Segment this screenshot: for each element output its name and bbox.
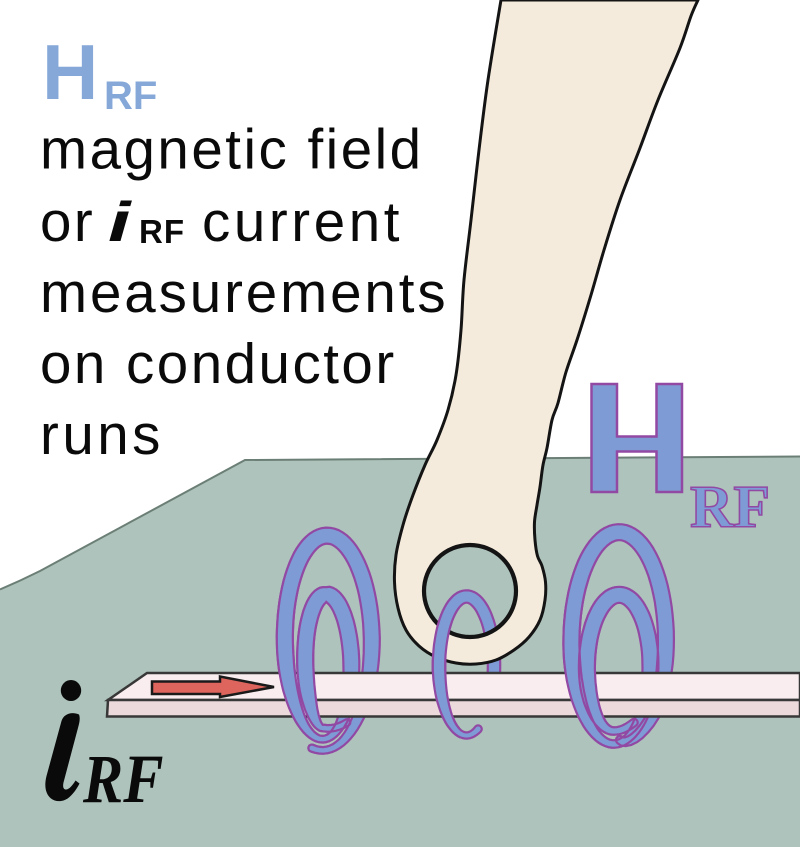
svg-text:current: current [202,190,403,253]
svg-text:magnetic field: magnetic field [40,118,424,181]
svg-text:i: i [108,190,132,253]
svg-text:RF: RF [690,474,770,540]
svg-text:H: H [42,28,98,116]
svg-text:or: or [40,190,95,253]
svg-text:RF: RF [82,741,163,818]
svg-text:runs: runs [40,403,164,466]
svg-text:RF: RF [104,74,157,118]
svg-text:on conductor: on conductor [40,332,397,395]
svg-text:measurements: measurements [40,261,448,324]
svg-text:RF: RF [139,213,185,250]
